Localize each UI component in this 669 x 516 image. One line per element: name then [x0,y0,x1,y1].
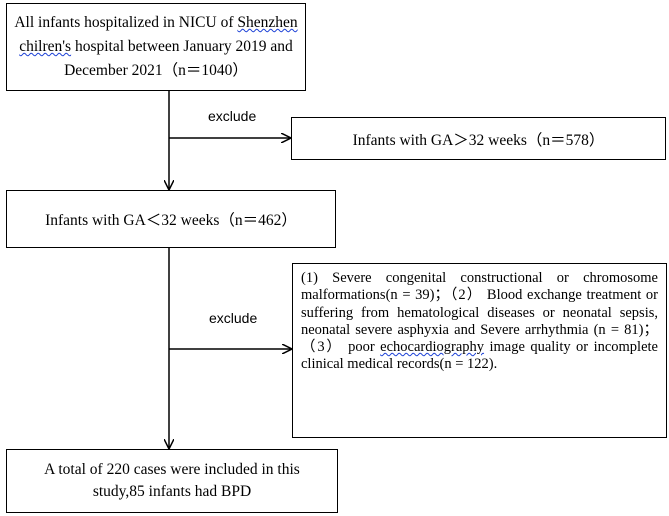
exclusion-criteria-box: (1) Severe congenital constructional or … [292,263,667,438]
all-infants-text: All infants hospitalized in NICU of Shen… [14,14,298,79]
final-cohort-text: A total of 220 cases were included in th… [44,461,300,500]
all-infants-box: All infants hospitalized in NICU of Shen… [6,3,306,91]
exclude-label-second: exclude [209,310,258,326]
excluded-ga-over-32-text: Infants with GA＞32 weeks（n＝578） [352,131,605,149]
ga-under-32-text: Infants with GA＜32 weeks（n＝462） [45,212,297,229]
final-cohort-box: A total of 220 cases were included in th… [6,449,338,513]
ga-under-32-box: Infants with GA＜32 weeks（n＝462） [6,190,336,248]
exclude-label-first: exclude [208,108,257,124]
exclusion-criteria-text: (1) Severe congenital constructional or … [301,270,658,373]
excluded-ga-over-32-box: Infants with GA＞32 weeks（n＝578） [291,117,666,160]
echocardiography-word: echocardiography [380,339,485,356]
shenzhen-word: Shenzhen [237,14,298,31]
chilrens-word: chilren's [19,38,72,55]
